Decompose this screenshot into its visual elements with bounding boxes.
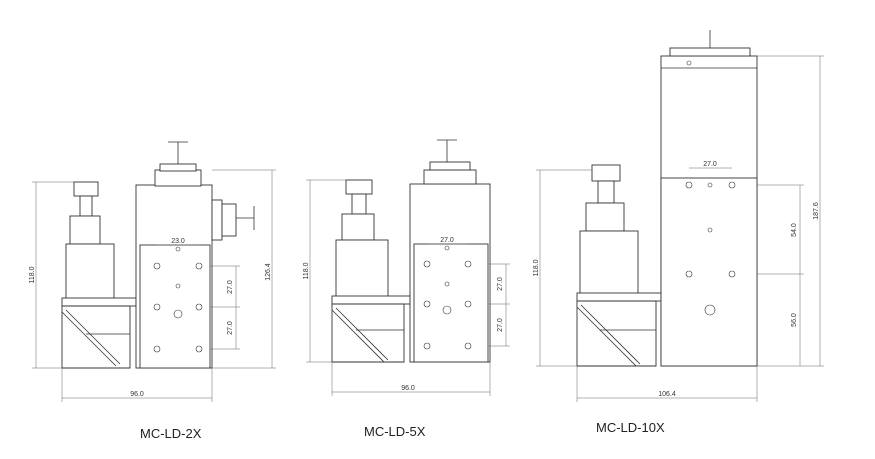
dim-2x-top-spacing: 23.0 bbox=[171, 238, 185, 245]
dim-10x-width: 106.4 bbox=[658, 391, 676, 398]
dim-10x-vert-a: 54.0 bbox=[791, 223, 798, 237]
dim-2x-vert-b: 27.0 bbox=[227, 321, 234, 335]
dim-5x-width: 96.0 bbox=[401, 385, 415, 392]
drawing-mc-ld-2x: 118.0 126.4 96.0 23.0 27.0 27.0 bbox=[29, 141, 276, 402]
dim-5x-top-spacing: 27.0 bbox=[440, 237, 454, 244]
drawing-mc-ld-5x: 118.0 96.0 27.0 27.0 27.0 bbox=[303, 139, 510, 396]
dim-5x-vert-a: 27.0 bbox=[497, 277, 504, 291]
dim-10x-vert-b: 56.0 bbox=[791, 313, 798, 327]
dim-10x-height-left: 118.0 bbox=[533, 259, 540, 276]
dim-10x-top-spacing: 27.0 bbox=[703, 161, 717, 168]
dim-2x-vert-a: 27.0 bbox=[227, 280, 234, 294]
model-label-mc-ld-2x: MC-LD-2X bbox=[140, 426, 202, 441]
dim-2x-height-right: 126.4 bbox=[265, 263, 272, 281]
drawing-mc-ld-10x: 118.0 187.6 106.4 27.0 54.0 56.0 bbox=[533, 30, 824, 402]
model-label-mc-ld-5x: MC-LD-5X bbox=[364, 424, 426, 439]
dim-5x-vert-b: 27.0 bbox=[497, 318, 504, 332]
dim-10x-height-right: 187.6 bbox=[813, 202, 820, 220]
dim-2x-width: 96.0 bbox=[130, 391, 144, 398]
dim-5x-height-left: 118.0 bbox=[303, 262, 310, 279]
model-label-mc-ld-10x: MC-LD-10X bbox=[596, 420, 665, 435]
dim-2x-height-left: 118.0 bbox=[29, 266, 36, 283]
